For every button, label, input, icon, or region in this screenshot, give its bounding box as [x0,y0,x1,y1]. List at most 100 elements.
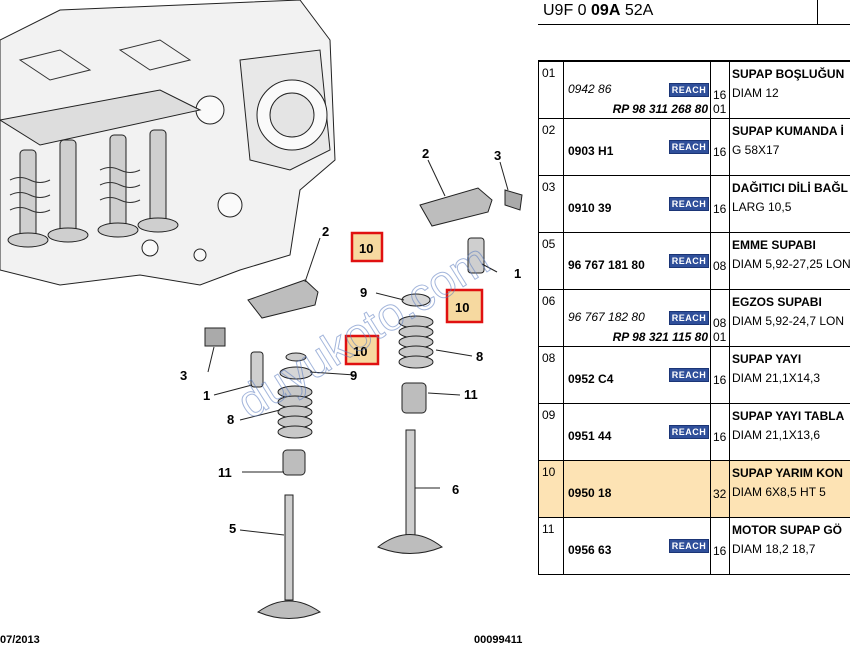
row-number: 06 [539,290,564,347]
part-reference[interactable]: 0952 C4 [568,372,613,386]
part-description: DIAM 12 [732,86,779,100]
callout-3-left: 3 [180,368,187,383]
quantity-cell: 08 [711,233,730,290]
part-reference-cell[interactable]: 0942 86 REACH RP 98 311 268 80 [564,62,711,119]
row-number: 05 [539,233,564,290]
table-row[interactable]: 05 96 767 181 80 REACH 08 EMME SUPABI DIAM 5,… [539,233,850,290]
part-description: DIAM 21,1X14,3 [732,371,820,385]
exhaust-valve-assembly [378,188,522,554]
quantity-cell: 16 [711,404,730,461]
description-cell: DAĞITICI DİLİ BAĞL LARG 10,5 [730,176,850,233]
footer-code: 00099411 [474,634,522,646]
replacement-quantity: 01 [713,102,726,116]
part-name: DAĞITICI DİLİ BAĞL [732,181,848,195]
reach-badge: REACH [669,254,709,268]
part-reference[interactable]: 0910 39 [568,201,611,215]
description-cell: EGZOS SUPABI DIAM 5,92-24,7 LON [730,290,850,347]
row-number: 10 [539,461,564,518]
svg-text:10: 10 [359,241,373,256]
callout-11-left: 11 [218,465,232,480]
description-cell: SUPAP BOŞLUĞUN DIAM 12 [730,62,850,119]
quantity: 16 [713,145,726,159]
callout-1-right: 1 [514,266,521,281]
quantity-cell: 16 [711,518,730,575]
replacement-part-ref[interactable]: RP 98 311 268 80 [613,102,708,116]
quantity: 32 [713,487,726,501]
part-description: DIAM 6X8,5 HT 5 [732,485,826,499]
callout-6: 6 [452,482,459,497]
quantity: 16 [713,430,726,444]
part-reference[interactable]: 96 767 182 80 [568,310,645,324]
callout-2-left: 2 [322,224,329,239]
part-reference-cell[interactable]: 96 767 181 80 REACH [564,233,711,290]
part-description: DIAM 18,2 18,7 [732,542,815,556]
cylinder-head-drawing [0,0,335,285]
description-cell: SUPAP YARIM KON DIAM 6X8,5 HT 5 [730,461,850,518]
part-reference[interactable]: 96 767 181 80 [568,258,645,272]
row-number: 11 [539,518,564,575]
callout-5: 5 [229,521,236,536]
reach-badge: REACH [669,425,709,439]
description-cell: MOTOR SUPAP GÖ DIAM 18,2 18,7 [730,518,850,575]
part-reference[interactable]: 0950 18 [568,486,611,500]
quantity: 08 [713,259,726,273]
panel-header: U9F 0 09A 52A [538,0,850,25]
part-name: MOTOR SUPAP GÖ [732,523,842,537]
row-number: 02 [539,119,564,176]
row-number: 09 [539,404,564,461]
parts-list-panel: U9F 0 09A 52A 01 0942 86 REACH RP 98 311 26… [538,0,850,654]
replacement-part-ref[interactable]: RP 98 321 115 80 [613,330,708,344]
callout-8-right: 8 [476,349,483,364]
part-description: G 58X17 [732,143,779,157]
callout-9-left: 9 [350,368,357,383]
replacement-quantity: 01 [713,330,726,344]
table-row[interactable]: 10 0950 18 32 SUPAP YARIM KON DIAM 6X8,5 HT … [539,461,850,518]
callout-2-right: 2 [422,146,429,161]
part-reference[interactable]: 0951 44 [568,429,611,443]
part-reference-cell[interactable]: 0950 18 [564,461,711,518]
callout-1-left: 1 [203,388,210,403]
part-description: DIAM 21,1X13,6 [732,428,820,442]
part-description: DIAM 5,92-24,7 LON [732,314,844,328]
part-name: SUPAP YARIM KON [732,466,843,480]
highlight-callout-10-a[interactable]: 10 [352,233,382,261]
callout-11-right: 11 [464,387,478,402]
part-name: EGZOS SUPABI [732,295,822,309]
part-reference[interactable]: 0903 H1 [568,144,613,158]
part-name: SUPAP BOŞLUĞUN [732,67,844,81]
part-name: SUPAP KUMANDA İ [732,124,844,138]
part-name: EMME SUPABI [732,238,816,252]
quantity: 16 [713,373,726,387]
part-description: LARG 10,5 [732,200,791,214]
quantity: 16 [713,544,726,558]
exploded-parts-diagram: 2 2 3 3 1 1 8 8 9 9 11 11 6 5 10 10 10 d… [0,0,538,654]
row-number: 08 [539,347,564,404]
quantity-cell: 16 [711,176,730,233]
quantity-cell: 32 [711,461,730,518]
part-reference[interactable]: 0956 63 [568,543,611,557]
row-number: 01 [539,62,564,119]
callout-3-right: 3 [494,148,501,163]
callout-8-left: 8 [227,412,234,427]
panel-subheader [538,25,850,61]
part-reference-cell[interactable]: 0951 44 REACH [564,404,711,461]
part-reference[interactable]: 0942 86 [568,82,611,96]
row-number: 03 [539,176,564,233]
part-description: DIAM 5,92-27,25 LON [732,257,850,271]
reach-badge: REACH [669,83,709,97]
